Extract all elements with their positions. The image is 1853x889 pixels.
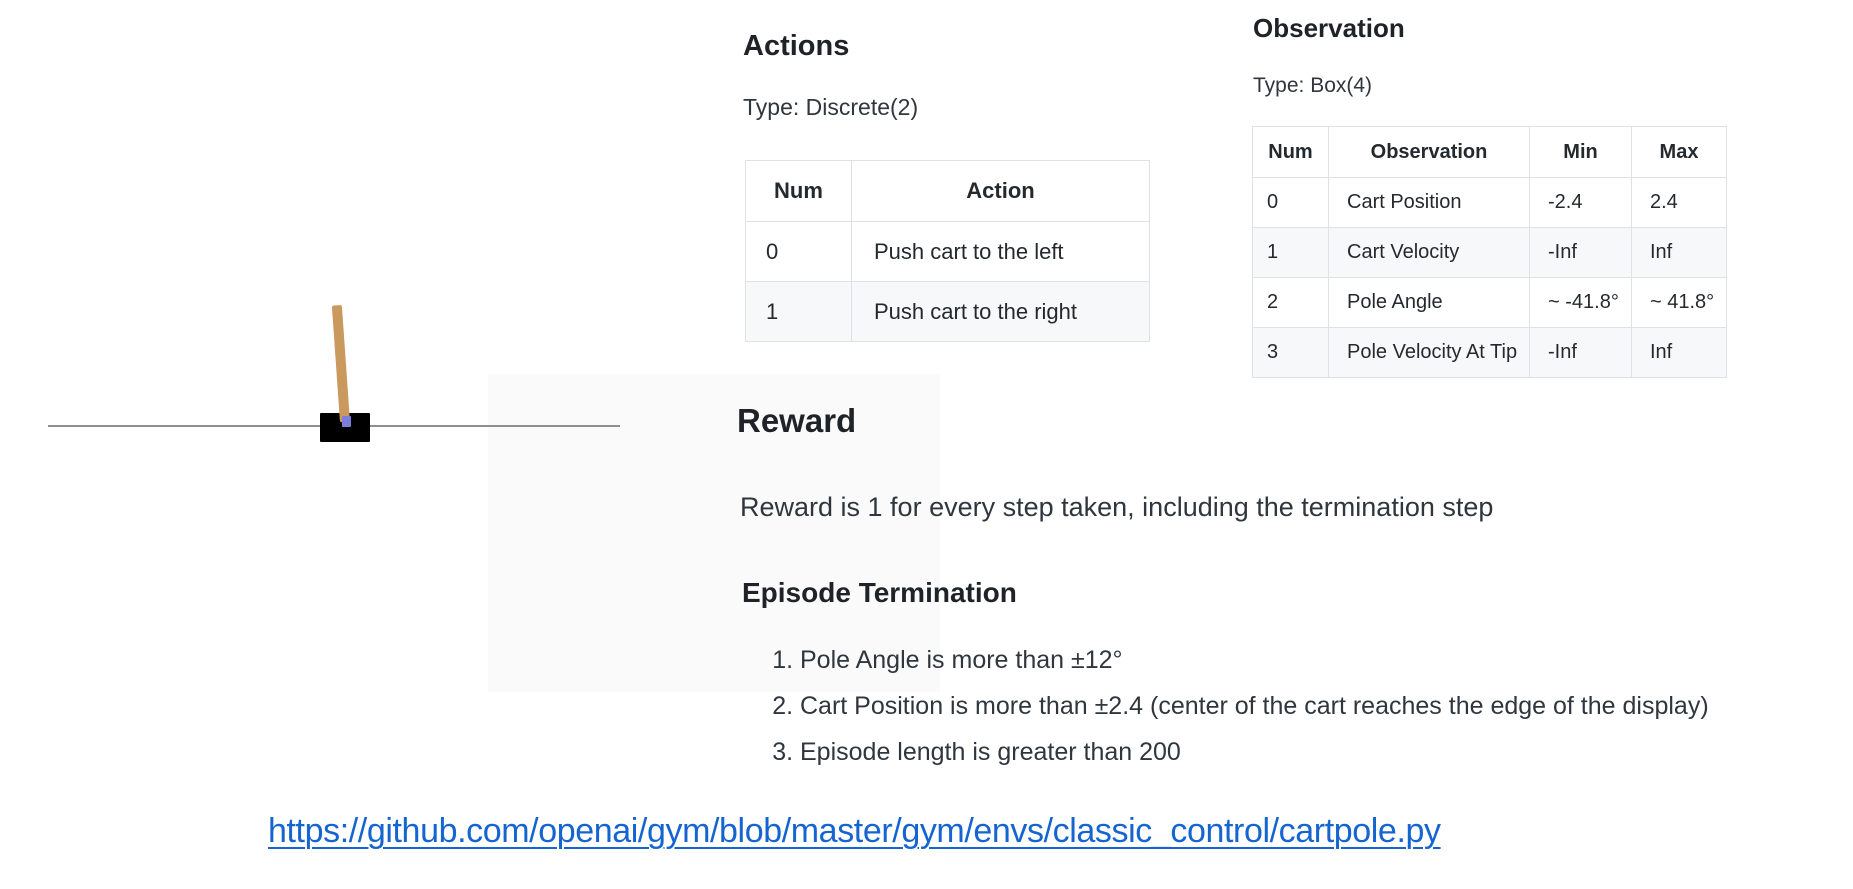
observation-heading: Observation xyxy=(1253,13,1405,43)
axle xyxy=(342,416,351,427)
reward-body-text: Reward is 1 for every step taken, includ… xyxy=(740,492,1494,522)
list-item: Episode length is greater than 200 xyxy=(800,738,1709,767)
table-cell: Cart Position xyxy=(1328,177,1530,228)
table-cell: ~ -41.8° xyxy=(1529,277,1632,328)
episode-termination-heading: Episode Termination xyxy=(742,577,1017,608)
table-cell: -2.4 xyxy=(1529,177,1632,228)
table-cell: Inf xyxy=(1631,227,1727,278)
table-cell: ~ 41.8° xyxy=(1631,277,1727,328)
list-item: Pole Angle is more than ±12° xyxy=(800,646,1709,675)
table-cell: Cart Velocity xyxy=(1328,227,1530,278)
table-cell: 1 xyxy=(1252,227,1329,278)
observation-type-label: Type: Box(4) xyxy=(1253,74,1373,97)
column-header: Action xyxy=(851,160,1150,222)
table-cell: 2 xyxy=(1252,277,1329,328)
table-cell: Push cart to the right xyxy=(851,281,1150,342)
source-link[interactable]: https://github.com/openai/gym/blob/maste… xyxy=(268,812,1441,850)
column-header: Num xyxy=(745,160,852,222)
column-header: Max xyxy=(1631,126,1727,178)
table-cell: 0 xyxy=(1252,177,1329,228)
background-artifact xyxy=(488,374,940,692)
table-cell: Push cart to the left xyxy=(851,221,1150,282)
table-cell: Inf xyxy=(1631,327,1727,378)
actions-type-label: Type: Discrete(2) xyxy=(743,94,919,120)
table-cell: 3 xyxy=(1252,327,1329,378)
table-cell: -Inf xyxy=(1529,327,1632,378)
column-header: Observation xyxy=(1328,126,1530,178)
table-cell: Pole Velocity At Tip xyxy=(1328,327,1530,378)
table-cell: 0 xyxy=(745,221,852,282)
table-cell: -Inf xyxy=(1529,227,1632,278)
list-item: Cart Position is more than ±2.4 (center … xyxy=(800,692,1709,721)
column-header: Num xyxy=(1252,126,1329,178)
reward-heading: Reward xyxy=(737,402,857,439)
pole xyxy=(331,304,350,423)
table-cell: Pole Angle xyxy=(1328,277,1530,328)
column-header: Min xyxy=(1529,126,1632,178)
table-cell: 2.4 xyxy=(1631,177,1727,228)
table-cell: 1 xyxy=(745,281,852,342)
episode-termination-list: Pole Angle is more than ±12° Cart Positio… xyxy=(743,646,1709,784)
actions-heading: Actions xyxy=(743,30,850,62)
